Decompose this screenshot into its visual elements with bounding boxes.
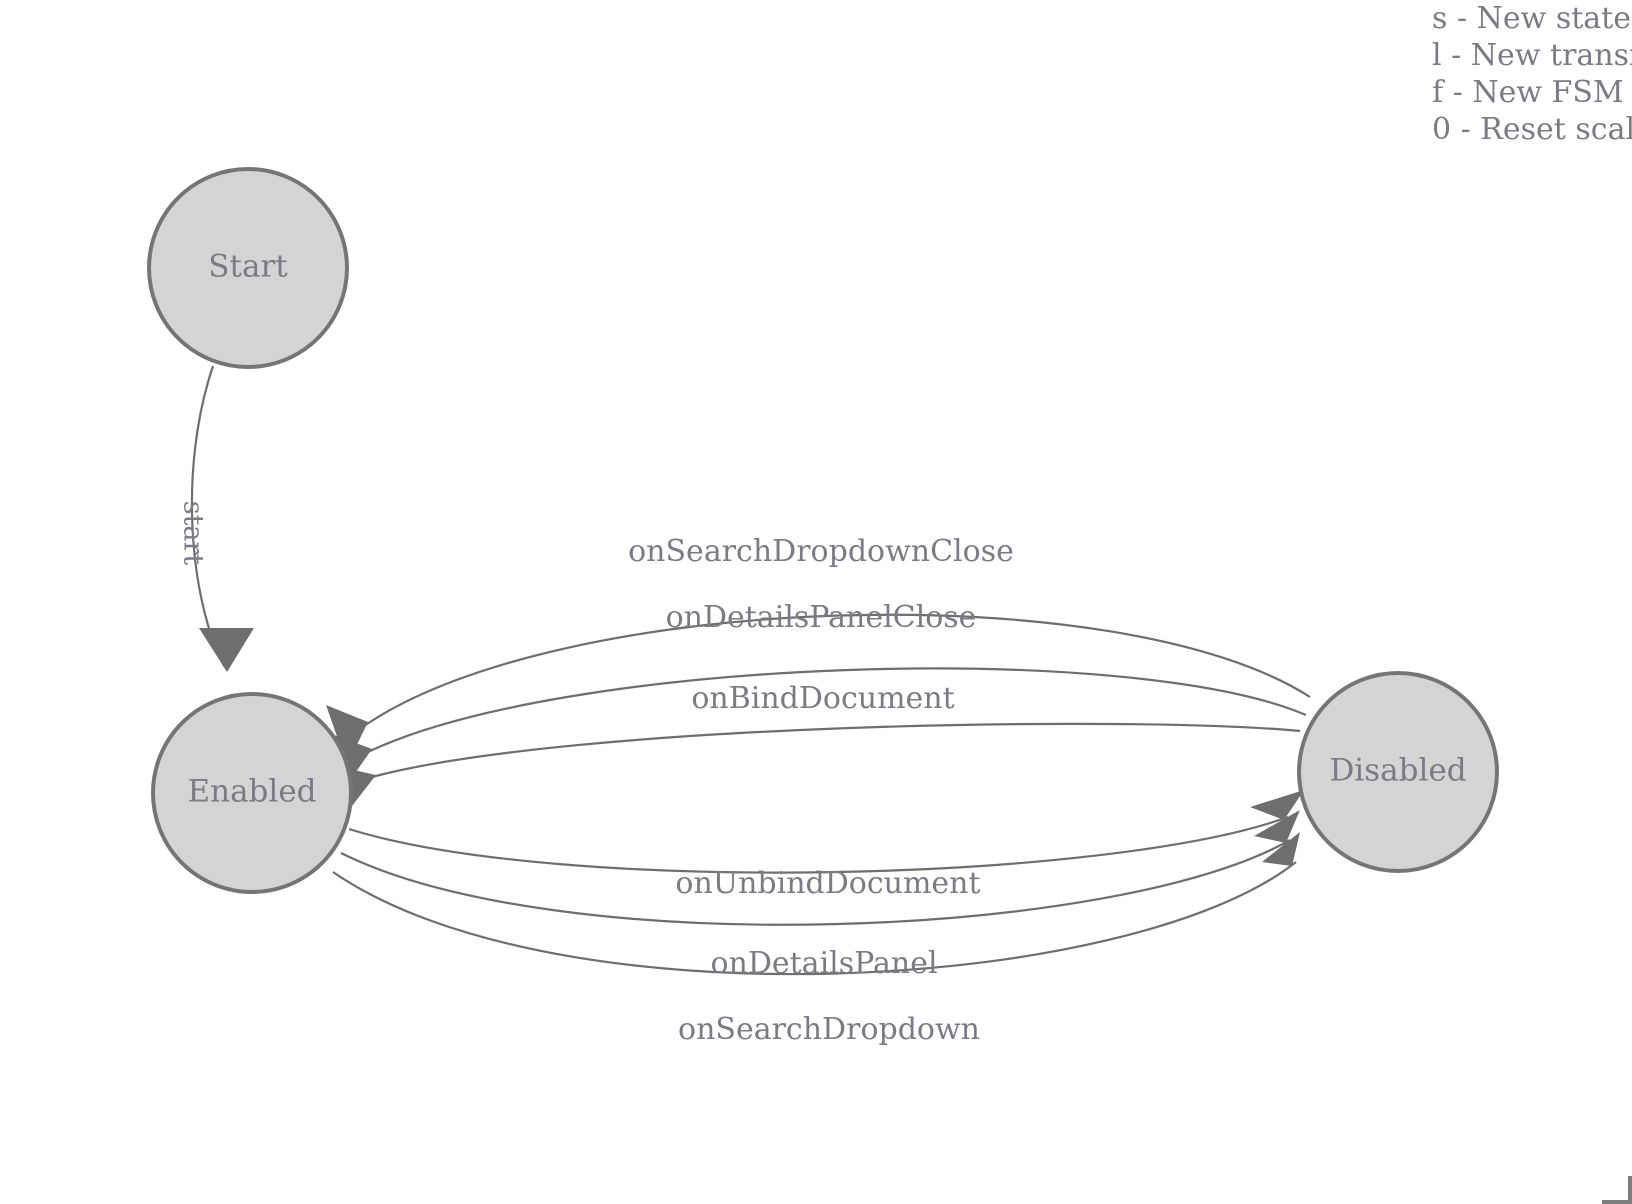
state-node-enabled[interactable]: Enabled — [151, 692, 353, 894]
state-label-disabled: Disabled — [1329, 753, 1466, 789]
state-label-enabled: Enabled — [187, 774, 316, 810]
transition-label-onUnbindDocument[interactable]: onUnbindDocument — [675, 866, 980, 901]
state-label-start: Start — [208, 249, 288, 285]
state-circle-disabled[interactable] — [1297, 671, 1499, 873]
resize-handle-horizontal-bar — [1602, 1200, 1632, 1204]
transition-edge-group-incoming — [326, 613, 1311, 815]
transition-label-start[interactable]: start — [178, 501, 209, 566]
arrowhead-onDetailsPanel — [1254, 810, 1300, 843]
transition-edge-group-start — [190, 365, 254, 672]
transition-label-group: start onSearchDropdownClose onDetailsPan… — [178, 501, 1014, 1047]
edge-path-onSearchDropdown[interactable] — [332, 861, 1297, 976]
transition-label-onDetailsPanel[interactable]: onDetailsPanel — [710, 946, 937, 981]
edge-path-onDetailsPanel[interactable] — [340, 839, 1291, 926]
transition-label-onBindDocument[interactable]: onBindDocument — [691, 681, 954, 716]
edge-path-onUnbindDocument[interactable] — [348, 815, 1289, 874]
transition-label-onSearchDropdown[interactable]: onSearchDropdown — [678, 1012, 980, 1047]
window-resize-handle[interactable] — [1602, 1176, 1632, 1204]
state-node-disabled[interactable]: Disabled — [1297, 671, 1499, 873]
state-circle-start[interactable] — [147, 167, 349, 369]
arrowhead-onSearchDropdown — [1262, 832, 1300, 866]
transition-label-onSearchDropdownClose[interactable]: onSearchDropdownClose — [628, 534, 1014, 569]
state-circle-enabled[interactable] — [151, 692, 353, 894]
arrowhead-onUnbindDocument — [1250, 790, 1304, 820]
edge-path-onSearchDropdownClose[interactable] — [363, 613, 1311, 727]
resize-handle-vertical-bar — [1628, 1176, 1632, 1204]
edge-path-onBindDocument[interactable] — [371, 722, 1301, 779]
transition-label-onDetailsPanelClose[interactable]: onDetailsPanelClose — [666, 600, 977, 635]
arrowhead-onSearchDropdownClose — [326, 705, 368, 765]
state-node-start[interactable]: Start — [147, 167, 349, 369]
arrowhead-start — [199, 628, 254, 672]
edge-path-onDetailsPanelClose[interactable] — [367, 667, 1307, 753]
transition-edge-group-outgoing — [332, 790, 1304, 976]
